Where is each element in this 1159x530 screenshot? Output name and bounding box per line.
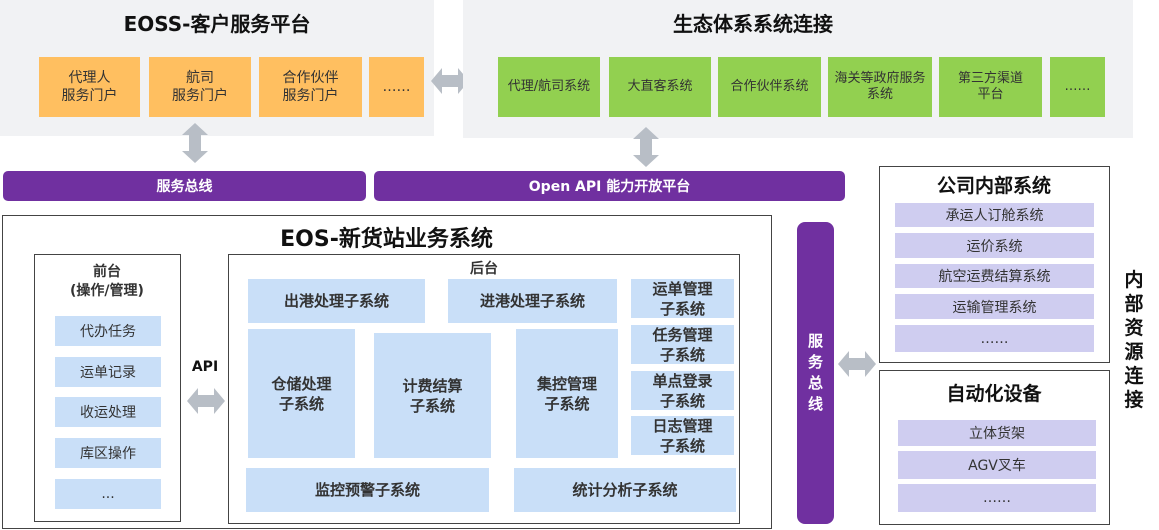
ecosystem-more[interactable]: ……: [1050, 57, 1105, 117]
backend-panel: 后台 出港处理子系统 进港处理子系统 运单管理 子系统 任务管理 子系统 单点登…: [228, 254, 740, 524]
automation-title: 自动化设备: [946, 383, 1042, 405]
internal-resource-connection-label: 内 部 资 源 连 接: [1124, 269, 1144, 411]
subsystem-statistical-analysis[interactable]: 统计分析子系统: [514, 468, 736, 512]
ecosystem-third-party-channel[interactable]: 第三方渠道 平台: [939, 57, 1042, 117]
frontend-title: 前台 (操作/管理): [70, 264, 144, 299]
double-arrow-horizontal-icon: [838, 351, 876, 377]
subsystem-monitoring-alert[interactable]: 监控预警子系统: [246, 468, 489, 512]
ecosystem-customs-government-system[interactable]: 海关等政府服务 系统: [828, 57, 932, 117]
subsystem-warehouse-processing[interactable]: 仓储处理 子系统: [248, 329, 355, 458]
eoss-platform-title: EOSS-客户服务平台: [123, 12, 311, 36]
frontend-item-waybill-records[interactable]: 运单记录: [55, 357, 161, 387]
open-api-platform-bar[interactable]: Open API 能力开放平台: [374, 171, 845, 201]
eos-system-title: EOS-新货站业务系统: [280, 227, 493, 252]
ecosystem-panel: 生态体系系统连接 代理/航司系统 大直客系统 合作伙伴系统 海关等政府服务 系统…: [463, 0, 1133, 138]
automation-panel: 自动化设备 立体货架 AGV叉车 ……: [879, 370, 1110, 525]
frontend-item-acceptance-processing[interactable]: 收运处理: [55, 397, 161, 427]
subsystem-inbound-processing[interactable]: 进港处理子系统: [448, 279, 617, 323]
vertical-service-bus-bar[interactable]: 服 务 总 线: [797, 222, 834, 524]
subsystem-task-management[interactable]: 任务管理 子系统: [631, 325, 734, 364]
frontend-item-more[interactable]: ...: [55, 479, 161, 509]
subsystem-billing-settlement[interactable]: 计费结算 子系统: [374, 333, 491, 458]
portal-agent[interactable]: 代理人 服务门户: [39, 57, 140, 117]
internal-systems-title: 公司内部系统: [936, 175, 1051, 197]
double-arrow-horizontal-icon: [431, 68, 469, 94]
automation-item-agv-forklift[interactable]: AGV叉车: [898, 451, 1096, 479]
subsystem-single-sign-on[interactable]: 单点登录 子系统: [631, 371, 734, 410]
double-arrow-horizontal-icon: [187, 388, 225, 414]
subsystem-central-control[interactable]: 集控管理 子系统: [516, 329, 618, 458]
backend-title: 后台: [470, 261, 498, 277]
internal-systems-panel: 公司内部系统 承运人订舱系统 运价系统 航空运费结算系统 运输管理系统 ……: [879, 166, 1110, 363]
portal-airline[interactable]: 航司 服务门户: [149, 57, 251, 117]
service-bus-bar[interactable]: 服务总线: [3, 171, 366, 201]
internal-item-transport-management[interactable]: 运输管理系统: [895, 294, 1094, 319]
eoss-platform-panel: EOSS-客户服务平台 代理人 服务门户 航司 服务门户 合作伙伴 服务门户 ……: [0, 0, 434, 136]
ecosystem-partner-system[interactable]: 合作伙伴系统: [718, 57, 821, 117]
double-arrow-vertical-icon: [182, 123, 208, 163]
api-label: API: [191, 359, 219, 375]
subsystem-log-management[interactable]: 日志管理 子系统: [631, 416, 734, 455]
ecosystem-direct-customer-system[interactable]: 大直客系统: [609, 57, 711, 117]
frontend-item-pending-tasks[interactable]: 代办任务: [55, 316, 161, 346]
internal-item-freight-rate[interactable]: 运价系统: [895, 233, 1094, 258]
frontend-panel: 前台 (操作/管理) 代办任务 运单记录 收运处理 库区操作 ...: [34, 254, 181, 522]
ecosystem-agent-airline-system[interactable]: 代理/航司系统: [498, 57, 600, 117]
portal-more[interactable]: ……: [369, 57, 424, 117]
frontend-item-storage-area-ops[interactable]: 库区操作: [55, 438, 161, 468]
internal-item-carrier-booking[interactable]: 承运人订舱系统: [895, 203, 1094, 227]
subsystem-waybill-management[interactable]: 运单管理 子系统: [631, 279, 734, 318]
automation-item-more[interactable]: ……: [898, 484, 1096, 512]
ecosystem-title: 生态体系系统连接: [673, 12, 833, 36]
internal-item-air-freight-settlement[interactable]: 航空运费结算系统: [895, 264, 1094, 288]
internal-item-more[interactable]: ……: [895, 325, 1094, 352]
subsystem-outbound-processing[interactable]: 出港处理子系统: [248, 279, 425, 323]
portal-partner[interactable]: 合作伙伴 服务门户: [259, 57, 362, 117]
double-arrow-vertical-icon: [633, 127, 659, 167]
eos-system-container: EOS-新货站业务系统 前台 (操作/管理) 代办任务 运单记录 收运处理 库区…: [2, 215, 772, 529]
automation-item-stereo-shelf[interactable]: 立体货架: [898, 420, 1096, 446]
